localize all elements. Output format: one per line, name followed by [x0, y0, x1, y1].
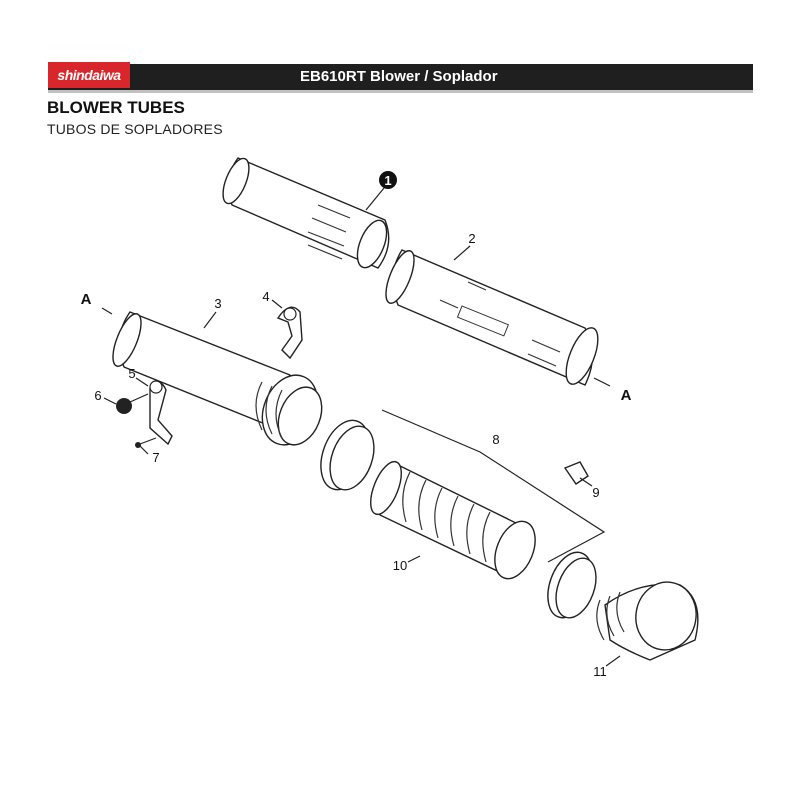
- callout-2: 2: [468, 231, 475, 246]
- part-9-clip: [563, 461, 589, 485]
- callout-4: 4: [262, 289, 269, 304]
- header-bar: [48, 64, 753, 93]
- page-title: EB610RT Blower / Soplador: [300, 68, 498, 85]
- callout-1: 1: [384, 173, 391, 188]
- callout-7: 7: [152, 450, 159, 465]
- callout-8: 8: [492, 432, 499, 447]
- leader-lines: [101, 187, 621, 667]
- ref-right: A: [621, 387, 632, 404]
- part-3-main-tube: [112, 311, 323, 446]
- callout-11: 11: [593, 664, 607, 679]
- section-subtitle: TUBOS DE SOPLADORES: [47, 121, 223, 137]
- clamp-lower: [547, 551, 597, 619]
- callout-1-badge: [379, 171, 397, 189]
- part-6-knob: [116, 393, 149, 414]
- part-11-elbow: [596, 581, 699, 661]
- clamp-upper: [320, 419, 375, 491]
- header-rule: [48, 90, 753, 93]
- brand-logo: shindaiwa: [48, 62, 130, 88]
- callout-6: 6: [94, 388, 101, 403]
- callout-3: 3: [214, 296, 221, 311]
- part-5-strap: [149, 380, 173, 446]
- callout-9: 9: [592, 485, 599, 500]
- section-title: BLOWER TUBES: [47, 98, 185, 117]
- part-1-nozzle: [222, 157, 390, 269]
- callout-10: 10: [393, 558, 407, 573]
- part-7-screw: [135, 437, 157, 448]
- part-10-flex-hose: [370, 460, 536, 580]
- ref-left: A: [81, 291, 92, 308]
- part-4-bracket: [276, 306, 303, 360]
- callout-5: 5: [128, 366, 135, 381]
- part-2-middle-tube: [385, 249, 599, 386]
